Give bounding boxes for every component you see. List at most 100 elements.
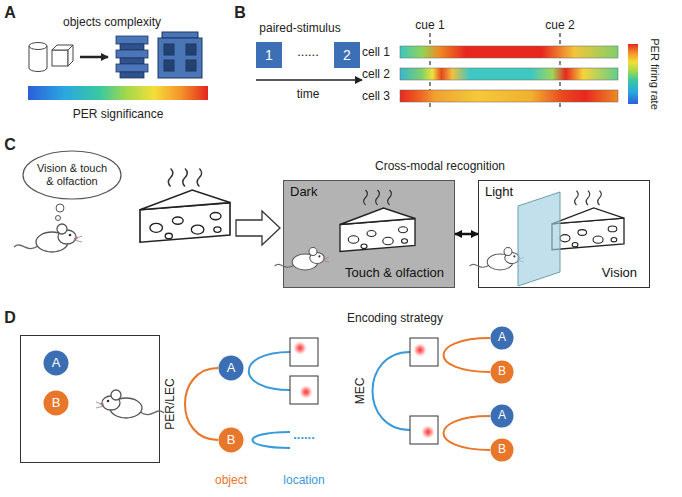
cube-icon	[68, 45, 73, 66]
complex-object	[116, 36, 148, 44]
light-condition-box: LightVision	[478, 180, 650, 288]
annotation-label: cue 1	[415, 19, 444, 31]
location-field	[290, 376, 318, 404]
panel-a-art	[28, 32, 208, 100]
mouse-nose	[74, 236, 77, 239]
cue-line	[559, 33, 560, 110]
object-circle: B	[43, 390, 69, 416]
annotation-label: ......	[293, 428, 315, 441]
object-circle: A	[490, 404, 514, 428]
node-text: B	[498, 443, 506, 457]
mouse-nose	[100, 402, 103, 405]
annotation-label: MEC	[354, 378, 366, 405]
annotation-label: paired-stimulus	[259, 22, 340, 34]
mouse-body	[36, 232, 68, 252]
annotation-label: ......	[297, 45, 319, 58]
object-circle: B	[490, 438, 514, 462]
object-window	[186, 60, 196, 71]
annotation-label: object	[215, 474, 247, 486]
node-text: A	[227, 361, 236, 376]
circle-shape	[219, 428, 244, 453]
panel-d-art	[185, 338, 490, 450]
node-text: 1	[265, 47, 273, 63]
annotation-label: PER significance	[73, 108, 164, 120]
object-window	[186, 44, 196, 55]
firing-rate-bar	[400, 68, 618, 80]
place-field	[421, 425, 435, 439]
mouse-ear	[57, 224, 67, 234]
thought-bubble: Vision & touch & olfaction	[22, 150, 122, 200]
circle-shape	[491, 405, 514, 428]
cheese-hole	[214, 227, 221, 232]
annotation-label: Encoding strategy	[347, 312, 443, 324]
cheese-icon	[140, 168, 230, 242]
annotation-label: cell 3	[362, 90, 390, 102]
panel-letter: C	[4, 137, 16, 153]
cube-icon	[52, 50, 68, 66]
location-bracket	[253, 432, 291, 448]
bubble-shape	[23, 151, 121, 199]
node-text: Dark	[290, 185, 317, 200]
object-circle: B	[218, 427, 244, 453]
circle-shape	[44, 391, 69, 416]
firing-rate-colorbar	[628, 44, 638, 104]
circle-shape	[491, 361, 514, 384]
thought-dot	[56, 216, 61, 221]
place-field	[413, 343, 427, 357]
place-field	[299, 385, 313, 399]
annotation-label: PER firing rate	[649, 38, 660, 110]
complexity-arrow	[80, 56, 108, 59]
location-bracket	[249, 352, 290, 390]
mouse-icon	[96, 390, 164, 418]
node-text: Touch & olfaction	[345, 266, 444, 281]
location-field	[410, 338, 438, 366]
hollow-arrow	[236, 211, 280, 245]
thought-dot	[56, 204, 64, 212]
dark-condition-box: DarkTouch & olfaction	[283, 180, 455, 288]
mouse-tail	[14, 245, 38, 249]
cube-icon	[52, 45, 73, 50]
object-window	[164, 44, 174, 55]
mouse-icon	[14, 224, 82, 252]
cheese-hole	[191, 225, 204, 234]
cue-line	[429, 33, 430, 110]
object-bracket	[185, 368, 218, 440]
object-window	[164, 60, 174, 71]
place-field	[293, 341, 307, 355]
object-circle: B	[490, 360, 514, 384]
annotation-label: Cross-modal recognition	[375, 160, 505, 172]
stimulus-box: 1	[256, 42, 282, 68]
object-circle: A	[43, 350, 69, 376]
node-text: A	[498, 409, 506, 423]
complex-object	[120, 44, 144, 50]
panel-letter: A	[4, 5, 16, 21]
cheese-hole	[210, 213, 221, 220]
complex-object	[162, 32, 198, 38]
panel-b-art	[256, 33, 638, 110]
complex-object	[120, 72, 144, 78]
mouse-body	[110, 398, 142, 418]
smell-line	[168, 168, 173, 186]
node-text: B	[498, 365, 506, 379]
annotation-label: cue 2	[545, 19, 574, 31]
cheese-hole	[165, 233, 172, 238]
mouse-tail	[140, 411, 164, 415]
circle-shape	[491, 439, 514, 462]
node-text: Vision	[602, 266, 637, 281]
panel-letter: D	[4, 310, 16, 326]
mouse-whisker	[74, 236, 82, 242]
mouse-head	[58, 230, 76, 244]
annotation-label: cell 2	[362, 68, 390, 80]
arena-box: AB	[20, 335, 160, 463]
cheese-top	[140, 190, 230, 210]
node-text: B	[227, 433, 236, 448]
circle-shape	[44, 351, 69, 376]
node-text: B	[52, 396, 61, 411]
mouse-eye	[69, 234, 72, 237]
double-arrow	[455, 233, 478, 236]
mouse-head	[102, 396, 120, 410]
cylinder-icon	[29, 46, 47, 72]
complex-object	[116, 64, 148, 72]
node-text: Vision & touch & olfaction	[34, 162, 110, 187]
